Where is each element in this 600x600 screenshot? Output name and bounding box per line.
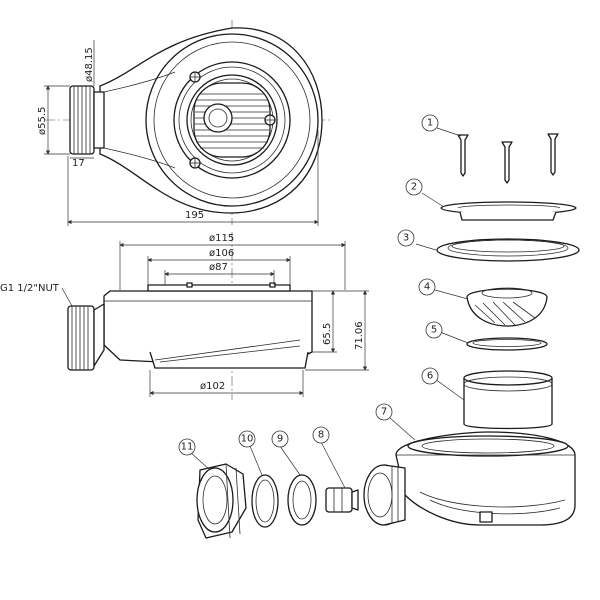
dim-102: ø102	[200, 381, 225, 392]
side-outlet-nut	[67, 303, 105, 371]
nut-label: G1 1/2"NUT	[0, 283, 60, 294]
top-screw-2	[264, 114, 276, 126]
part-5-oring	[439, 331, 548, 351]
dim-87: ø87	[209, 262, 228, 273]
callout-4: 4	[424, 282, 430, 293]
callouts: 1 2 3 4 5 6 7 8 9 10 11	[178, 114, 443, 456]
top-grate-ring	[186, 74, 278, 166]
top-view: ø48.15 ø55.5 17 195	[37, 20, 330, 226]
part-11-nut	[189, 451, 247, 539]
part-1-screws	[436, 127, 559, 184]
part-6-tube	[434, 370, 553, 430]
callout-11: 11	[181, 442, 194, 453]
side-lower-cup	[149, 351, 309, 369]
callout-2: 2	[411, 182, 417, 193]
part-10-washer	[249, 445, 279, 528]
top-screw-3	[189, 157, 201, 169]
callout-8: 8	[318, 430, 324, 441]
part-9-seal	[279, 445, 317, 526]
part-4-strainer	[434, 287, 548, 327]
dim-195: 195	[185, 210, 204, 221]
part-2-flange	[421, 192, 577, 221]
dim-65-5: 65.5	[322, 323, 333, 345]
top-outer-rim	[145, 33, 319, 207]
callout-5: 5	[431, 325, 437, 336]
dim-17: 17	[72, 158, 85, 169]
dim-48-15: ø48.15	[84, 47, 95, 82]
part-7-trap-body	[363, 417, 576, 526]
side-body-outline	[103, 290, 313, 363]
top-grate	[193, 82, 271, 158]
top-outlet-nut	[69, 85, 105, 155]
callout-9: 9	[277, 434, 283, 445]
top-screw-1	[189, 71, 201, 83]
dim-55-5: ø55.5	[37, 107, 48, 135]
callout-1: 1	[427, 118, 433, 129]
top-flange-ring	[173, 61, 291, 179]
side-view: ø115 ø106 ø87 ø102 65.5 71.06 G1 1/2"NUT	[0, 232, 369, 400]
callout-6: 6	[427, 371, 433, 382]
callout-7: 7	[381, 407, 387, 418]
dim-106: ø106	[209, 248, 234, 259]
callout-10: 10	[241, 434, 254, 445]
dim-115: ø115	[209, 233, 234, 244]
dim-71-06: 71.06	[354, 321, 365, 350]
part-3-gasket	[415, 238, 580, 262]
part-8-valve	[320, 441, 359, 513]
callout-3: 3	[403, 233, 409, 244]
